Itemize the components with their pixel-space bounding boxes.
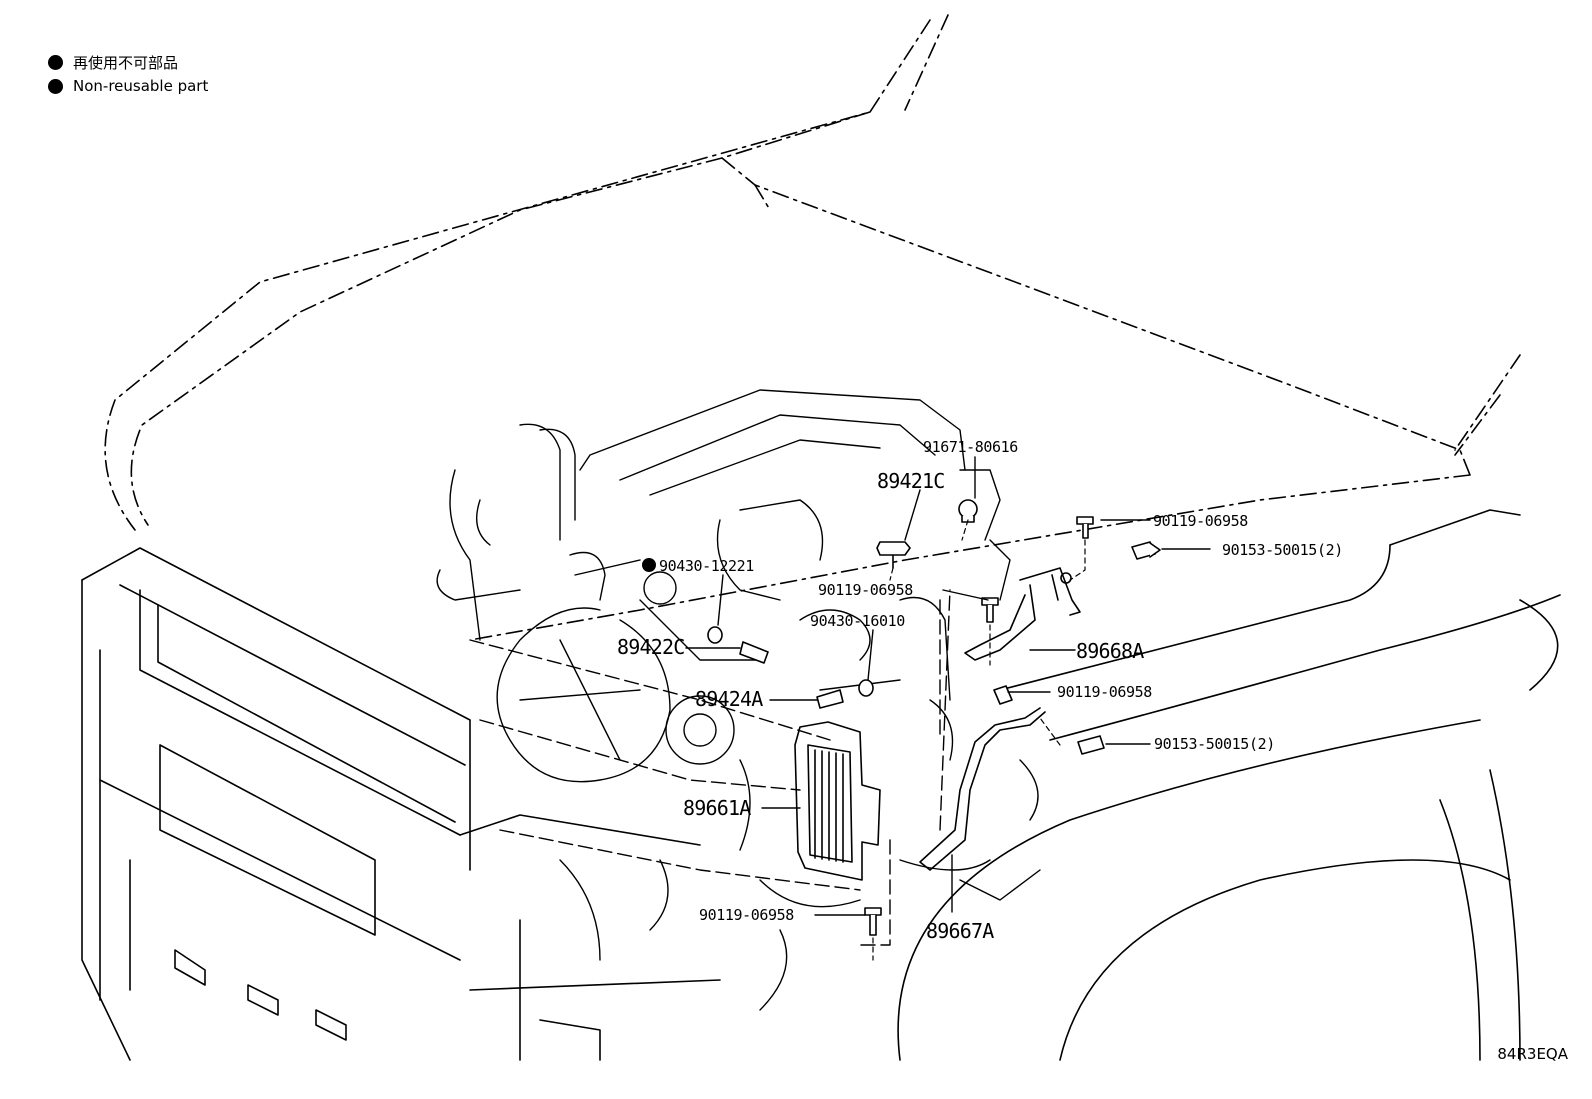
non-reusable-dot-icon [48, 55, 63, 70]
callout-90119-06958-right: 90119-06958 [1057, 683, 1152, 701]
fastener-parts [707, 499, 1161, 936]
callout-90153-50015-bottom: 90153-50015(2) [1154, 735, 1275, 753]
ecu-module [794, 721, 881, 881]
non-reusable-dot-icon [642, 558, 656, 572]
callout-90430-12221: 90430-12221 [642, 557, 754, 575]
legend-item-english: Non-reusable part [48, 77, 208, 95]
hood-outline [104, 14, 1521, 641]
callout-89422c: 89422C [617, 635, 685, 659]
front-grille [81, 547, 721, 1061]
non-reusable-dot-icon [48, 78, 63, 94]
phantom-wiring [469, 589, 951, 946]
legend-text: Non-reusable part [73, 77, 209, 95]
diagram-reference-code: 84R3EQA [1497, 1045, 1568, 1063]
callout-89661a: 89661A [683, 796, 751, 820]
engine-block [436, 389, 1041, 1011]
callout-89667a: 89667A [926, 919, 994, 943]
bracket-89668a [964, 567, 1081, 661]
callout-89424a: 89424A [695, 687, 763, 711]
bracket-89667a [919, 707, 1046, 871]
fastener-axes [872, 519, 1086, 961]
leader-lines [685, 456, 1211, 916]
callout-89668a: 89668A [1076, 639, 1144, 663]
callout-89421c: 89421C [877, 469, 945, 493]
callout-90430-16010: 90430-16010 [810, 612, 905, 630]
callout-90119-06958-bottom: 90119-06958 [699, 906, 794, 924]
legend-item-japanese: 再使用不可部品 [48, 52, 178, 73]
callout-90119-06958-mid: 90119-06958 [818, 581, 913, 599]
callout-90119-06958-top: 90119-06958 [1153, 512, 1248, 530]
callout-90153-50015-top: 90153-50015(2) [1222, 541, 1343, 559]
callout-text: 90430-12221 [659, 557, 754, 575]
body-outline [897, 509, 1561, 1061]
legend-text: 再使用不可部品 [73, 54, 179, 72]
callout-91671-80616: 91671-80616 [923, 438, 1018, 456]
